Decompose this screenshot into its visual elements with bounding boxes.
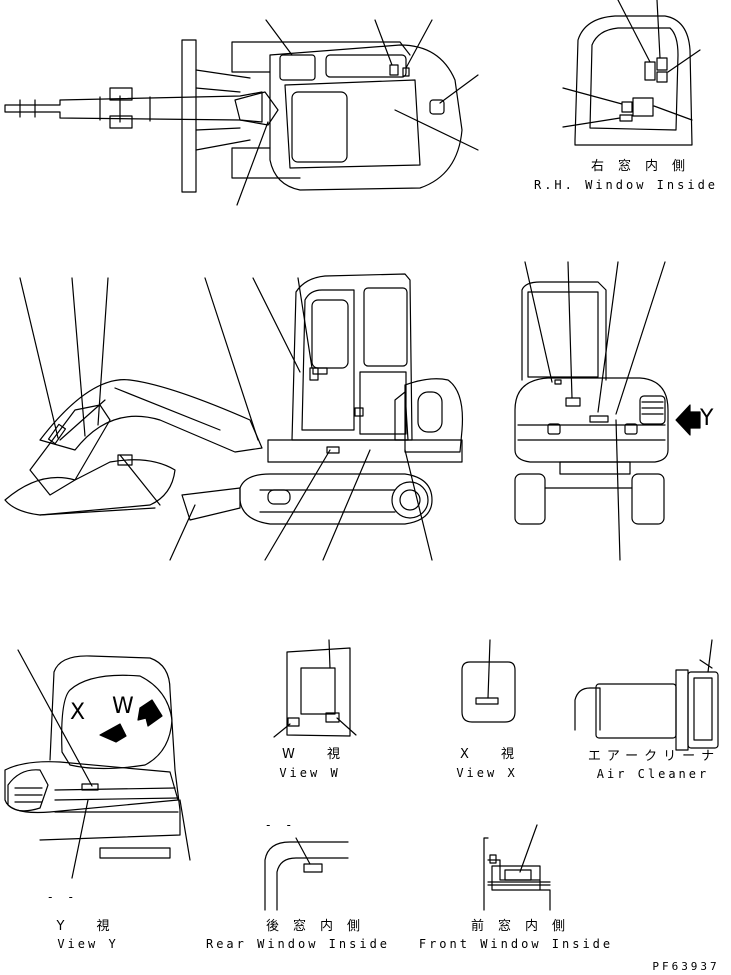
view-w-drawing	[273, 639, 357, 738]
view-y-dash: - -	[46, 890, 78, 904]
front-window-drawing	[483, 824, 551, 911]
view-x-caption-jp: X 視	[459, 747, 529, 762]
view-y-marker: Y	[700, 406, 714, 431]
rh-window-caption-en: R.H. Window Inside	[533, 178, 719, 192]
view-x-drawing	[461, 639, 516, 723]
front-window-caption-en: Front Window Inside	[418, 937, 614, 951]
view-y-caption-jp: Y 視	[56, 919, 124, 934]
view-w-caption-jp: W 視	[282, 747, 354, 762]
view-x-marker: X	[70, 700, 86, 725]
rear-window-drawing	[264, 837, 349, 911]
air-cleaner-caption-en: Air Cleaner	[596, 767, 710, 781]
view-y-caption-en: View Y	[57, 937, 119, 951]
view-y-drawing	[4, 649, 191, 879]
rear-window-caption-en: Rear Window Inside	[205, 937, 391, 951]
rh-window-view	[562, 0, 701, 146]
rear-window-caption-jp: 後窓内側	[265, 919, 375, 934]
rear-view-excavator	[514, 261, 701, 561]
air-cleaner-caption-jp: エアークリーナ	[587, 749, 721, 764]
air-cleaner-drawing	[574, 639, 719, 751]
rh-window-caption-jp: 右窓内側	[590, 159, 700, 174]
rear-window-dash: - -	[264, 818, 296, 832]
top-view-excavator	[4, 19, 479, 206]
view-x-caption-en: View X	[456, 766, 518, 780]
side-view-excavator	[4, 273, 464, 561]
front-window-caption-jp: 前窓内側	[470, 919, 580, 934]
drawing-code: PF63937	[652, 960, 720, 973]
view-w-caption-en: View W	[279, 766, 341, 780]
view-w-marker: W	[112, 694, 134, 719]
